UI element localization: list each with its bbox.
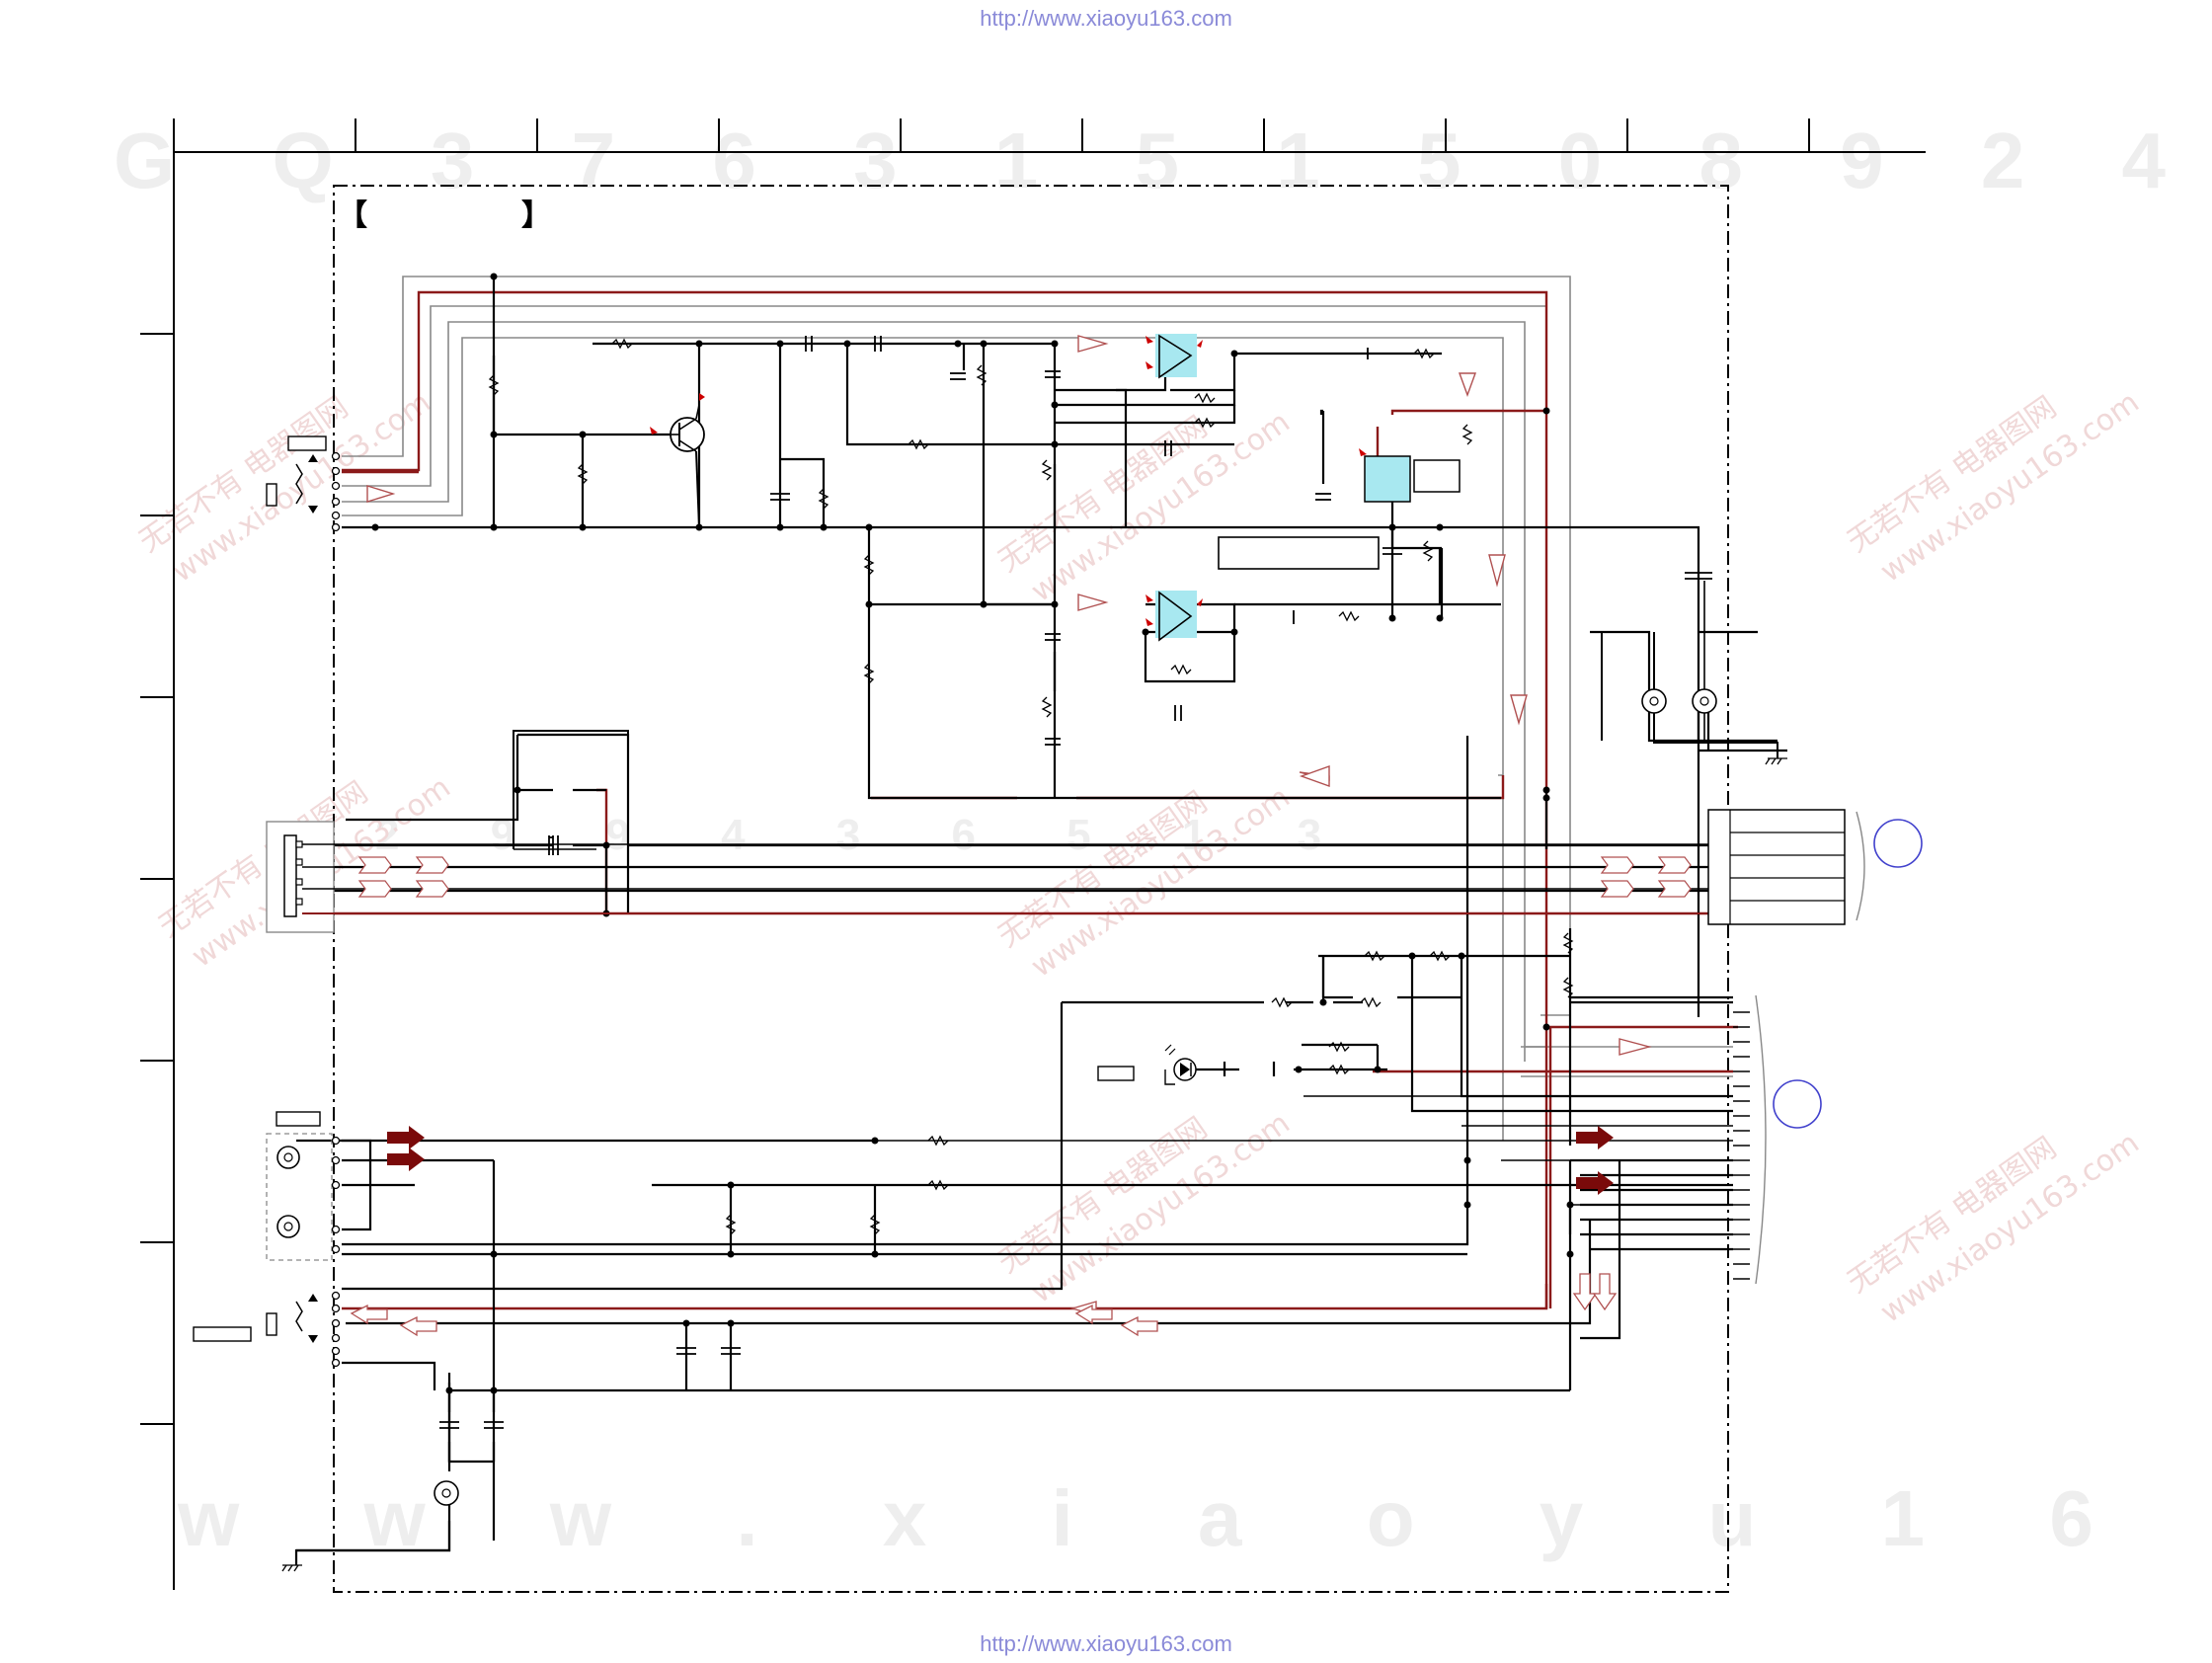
- watermark-mid-row: 2 9 9 4 3 6 5 1 3: [375, 811, 1361, 859]
- label-box: [276, 1111, 321, 1127]
- rca-jack-icon[interactable]: [434, 1480, 459, 1506]
- jack-plug-icon: [266, 1312, 277, 1336]
- ground-icon: [1765, 757, 1787, 765]
- capacitor-icons: [439, 336, 1712, 1429]
- watermark-stamp: 无若不有 电器图网 www.xiaoyu163.com: [992, 1106, 1297, 1310]
- headphone-jack-top[interactable]: [266, 436, 396, 532]
- thin-signal-wires: [342, 276, 1733, 1141]
- jack-arrow-up-icon: [308, 454, 318, 462]
- resistor-icons: [488, 338, 1574, 1235]
- source-url-top[interactable]: http://www.xiaoyu163.com: [980, 6, 1232, 31]
- grid-frame: [140, 119, 1926, 1590]
- ground-icon: [281, 1564, 302, 1572]
- rca-jack-icon[interactable]: [1601, 581, 1787, 765]
- watermark-stamp: 无若不有 电器图网 www.xiaoyu163.com: [1842, 385, 2146, 590]
- label-box: [1097, 1066, 1135, 1081]
- label-box: [193, 1326, 252, 1342]
- connector-ref-circle: [1873, 819, 1923, 868]
- wire: [513, 730, 629, 849]
- right-connector-upper[interactable]: [1707, 809, 1923, 925]
- source-url-bottom[interactable]: http://www.xiaoyu163.com: [980, 1631, 1232, 1656]
- op-amp-icon: [1146, 591, 1203, 642]
- headphone-jack-bottom[interactable]: [193, 1273, 1618, 1368]
- section-bracket-open: 【: [338, 199, 367, 232]
- op-amp-icon: [1146, 334, 1203, 379]
- led-icon: [1164, 1044, 1197, 1085]
- jack-label-box: [287, 436, 327, 451]
- label-box: [1218, 536, 1380, 570]
- jack-contact-icon: [295, 1301, 303, 1332]
- regulator-ic: [1359, 448, 1461, 503]
- watermark-stamp: 无若不有 电器图网 www.xiaoyu163.com: [1842, 1126, 2146, 1330]
- connector-ref-circle: [1773, 1079, 1822, 1129]
- signal-arrow-open-icon: [1069, 335, 1652, 1316]
- watermark-stamp: 无若不有 电器图网 www.xiaoyu163.com: [992, 405, 1297, 609]
- right-connector-lower-pins: [1733, 1011, 1750, 1280]
- jack-arrow-down-icon: [308, 506, 318, 514]
- connector-brace: [1755, 994, 1767, 1285]
- signal-arrow-solid-icon: [387, 1126, 1614, 1195]
- jack-contact-icon: [295, 463, 303, 505]
- signal-arrow-open-icon: [350, 1273, 1618, 1337]
- watermark-top-row: G Q 3 7 6 3 1 5 1 5 0 8 9 2 4 9 8 2 9 9: [114, 117, 2212, 204]
- signal-arrow-open-icon: [366, 485, 396, 503]
- jack-arrow-down-icon: [308, 1335, 318, 1343]
- left-connector[interactable]: [266, 821, 335, 933]
- npn-transistor-icon: [650, 393, 705, 528]
- jack-arrow-up-icon: [308, 1294, 318, 1302]
- ferrite-bead-icons: [357, 856, 1692, 898]
- ribbon-wires: [302, 843, 1708, 890]
- rca-jack-pair-left[interactable]: [266, 1111, 341, 1261]
- section-bracket-close: 】: [521, 199, 551, 232]
- watermark-bottom-row: w w w . x i a o y u 1 6 3 . c o m: [177, 1474, 2212, 1562]
- wire: [342, 1095, 1733, 1206]
- junction-dots: [371, 273, 1574, 1394]
- jack-plug-icon: [266, 483, 277, 507]
